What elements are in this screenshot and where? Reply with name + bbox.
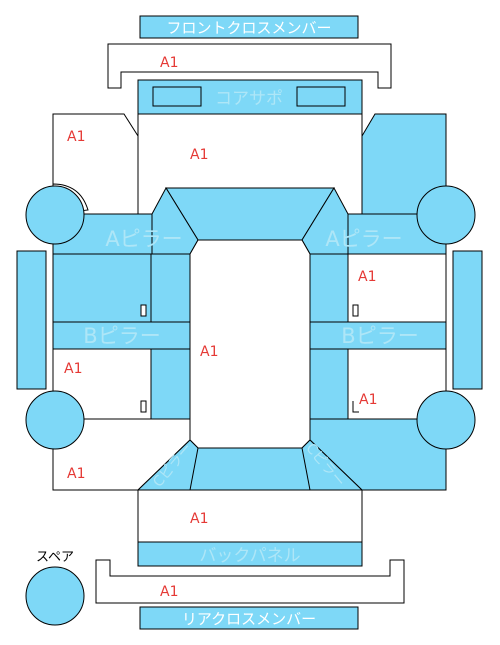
rear-cross-member-bracket	[95, 559, 405, 604]
front-cross-member-bracket	[107, 43, 392, 89]
left-front-door	[52, 253, 152, 323]
right-side-sill	[452, 250, 483, 390]
b-pillar-left-label: Bピラー	[83, 324, 160, 348]
front-cross-member-label: フロントクロスメンバー	[166, 19, 331, 37]
back-panel-label: バックパネル	[199, 546, 300, 566]
rank-trunk-area: A1	[190, 511, 208, 527]
c-pillar-left-seam	[189, 447, 199, 491]
rank-left-rear: A1	[67, 466, 85, 482]
spare-tire	[25, 566, 85, 626]
rank-front-left: A1	[67, 129, 85, 145]
right-front-door-inner	[309, 253, 349, 323]
right-rear-door-inner	[309, 348, 349, 420]
core-support-label: コアサポ	[215, 89, 283, 109]
right-rear-door-handle	[352, 401, 359, 413]
rear-left-wheel	[25, 390, 85, 450]
rank-center-roof: A1	[200, 344, 218, 360]
left-rear-door-inner	[150, 348, 191, 420]
core-support-headlight-left	[152, 86, 202, 107]
left-side-sill	[16, 250, 47, 390]
left-front-door-inner	[150, 253, 191, 323]
c-pillar-right-seam	[301, 447, 311, 491]
rank-rear-cross-member: A1	[160, 584, 178, 600]
rank-hood-area: A1	[190, 147, 208, 163]
rank-right-front-door: A1	[358, 269, 376, 285]
rank-left-rear-door: A1	[64, 361, 82, 377]
rear-right-wheel	[416, 390, 476, 450]
b-pillar-right-label: Bピラー	[341, 324, 418, 348]
back-panel	[137, 541, 363, 567]
rank-right-rear-door: A1	[359, 392, 377, 408]
rank-front-cross-member: A1	[160, 55, 178, 71]
right-front-door	[347, 253, 447, 323]
left-rear-door-handle	[140, 400, 147, 413]
a-pillar-left-label: Aピラー	[105, 227, 182, 251]
a-pillar-right-label: Aピラー	[325, 227, 402, 251]
front-left-wheel	[25, 185, 85, 245]
left-front-door-handle	[140, 304, 147, 317]
spare-label: スペア	[36, 550, 74, 565]
front-cross-member-box	[139, 15, 359, 39]
core-support-headlight-right	[296, 86, 346, 107]
front-right-wheel	[416, 185, 476, 245]
rear-cross-member-label: リアクロスメンバー	[182, 610, 316, 628]
right-front-door-handle	[352, 304, 359, 317]
rear-cross-member-box	[139, 606, 359, 630]
trunk-area	[137, 489, 363, 543]
